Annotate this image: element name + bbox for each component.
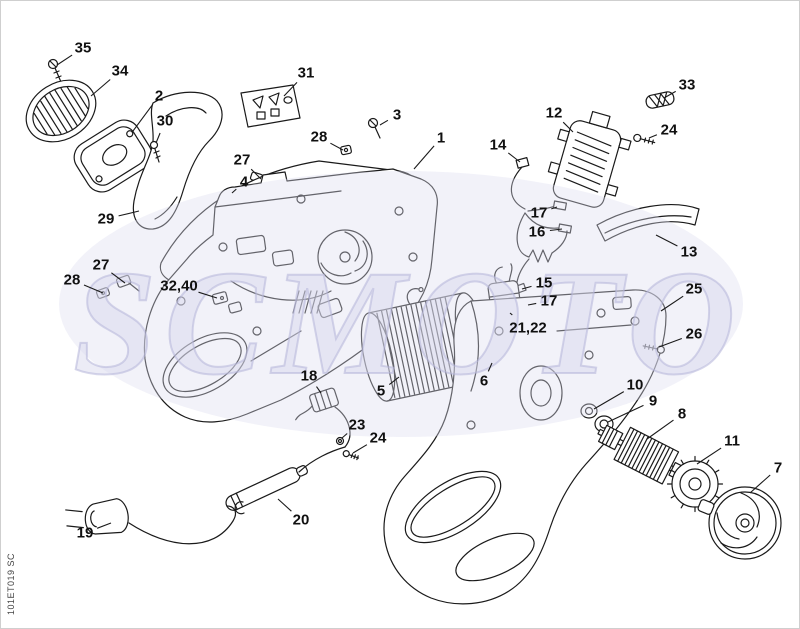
part-deflector: [596, 204, 700, 242]
part-callout-15: 15: [535, 274, 553, 292]
part-callout-10: 10: [626, 376, 644, 394]
part-callout-17: 17: [530, 204, 548, 222]
part-mains-plug: [65, 498, 129, 535]
part-connector-28-lower: [95, 287, 111, 299]
part-callout-11: 11: [724, 432, 740, 450]
part-screw-35: [47, 58, 62, 83]
part-callout-28: 28: [63, 271, 81, 289]
part-callout-31: 31: [297, 64, 315, 82]
part-callout-13: 13: [680, 243, 698, 261]
part-callout-34: 34: [111, 62, 129, 80]
part-callout-8: 8: [677, 405, 687, 423]
part-callout-17: 17: [540, 292, 558, 310]
part-screw-24-lower: [342, 450, 360, 461]
part-screw-3: [367, 117, 381, 139]
part-fan-flange: [697, 486, 782, 560]
part-callout-1: 1: [436, 129, 446, 147]
part-nut-23: [335, 436, 345, 446]
part-callout-27: 27: [233, 151, 251, 169]
part-callout-24: 24: [660, 121, 678, 139]
part-callout-30: 30: [156, 112, 174, 130]
part-callout-33: 33: [678, 76, 696, 94]
part-callout-9: 9: [648, 392, 658, 410]
part-screw-30: [149, 140, 161, 163]
part-callout-7: 7: [773, 459, 783, 477]
part-strain-relief: [295, 387, 339, 421]
part-callout-3: 3: [392, 106, 402, 124]
part-callout-4: 4: [239, 173, 249, 191]
part-callout-28: 28: [310, 128, 328, 146]
part-plug-33: [645, 91, 675, 109]
part-power-cord: [65, 498, 245, 545]
part-callout-27: 27: [92, 256, 110, 274]
part-screw-24-upper: [633, 133, 656, 145]
part-callout-29: 29: [97, 210, 115, 228]
part-callout-16: 16: [528, 223, 546, 241]
part-callout-35: 35: [74, 39, 92, 57]
drawing-code: 101ET019 SC: [6, 552, 16, 615]
part-information-label: [240, 84, 301, 128]
part-nut-28-upper: [340, 144, 352, 156]
part-washer-10: [580, 403, 598, 419]
part-callout-24: 24: [369, 429, 387, 447]
part-callout-20: 20: [292, 511, 310, 529]
part-switch: [547, 110, 632, 208]
part-callout-21-22: 21,22: [509, 319, 547, 337]
part-cord-sleeve: [225, 406, 351, 511]
part-gasket: [73, 119, 153, 193]
part-callout-2: 2: [154, 87, 164, 105]
part-callout-6: 6: [479, 372, 489, 390]
part-callout-12: 12: [545, 104, 563, 122]
part-callout-32-40: 32,40: [160, 277, 198, 295]
part-housing-left: [143, 160, 438, 423]
part-filter-cover: [25, 79, 97, 143]
part-callout-23: 23: [348, 416, 366, 434]
part-callout-19: 19: [76, 524, 94, 542]
part-callout-25: 25: [685, 280, 703, 298]
part-callout-18: 18: [300, 367, 318, 385]
part-housing-right: [383, 289, 667, 605]
part-callout-5: 5: [376, 382, 386, 400]
part-connector-27-lower: [115, 274, 140, 292]
part-callout-14: 14: [489, 136, 507, 154]
part-callout-26: 26: [685, 325, 703, 343]
